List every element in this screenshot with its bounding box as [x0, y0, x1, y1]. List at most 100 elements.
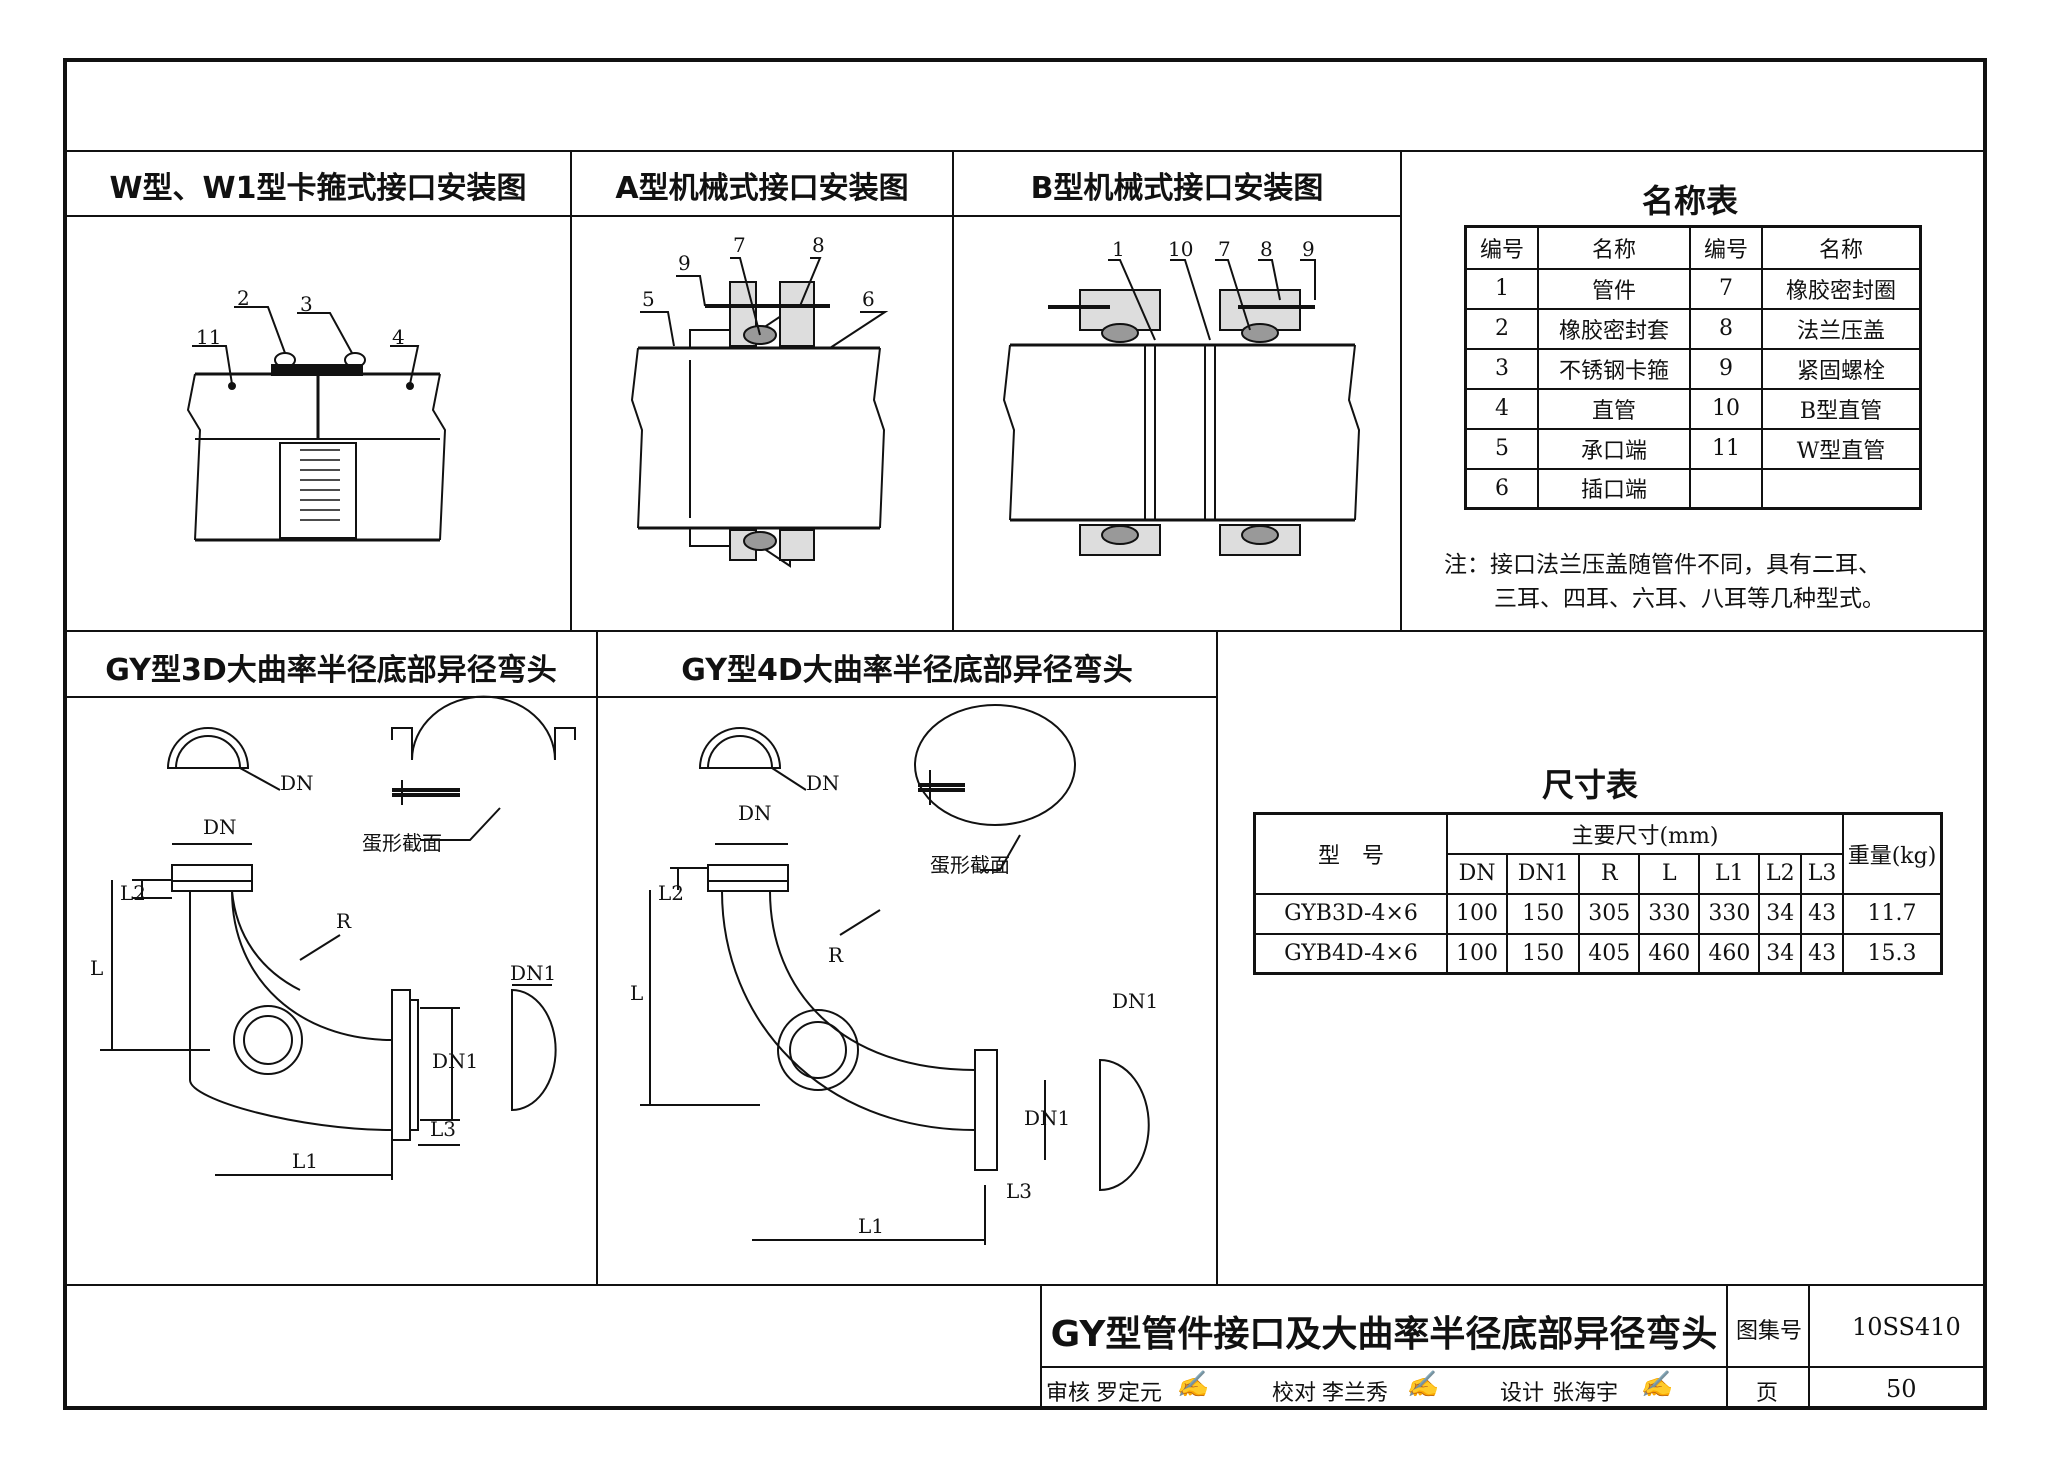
panel-title-gy3d: GY型3D大曲率半径底部异径弯头 [105, 653, 557, 688]
name-table-cell: 管件 [1537, 267, 1691, 310]
note-line-1: 注：接口法兰压盖随管件不同，具有二耳、 [1444, 552, 1881, 578]
size-table-cell: 330 [1698, 892, 1761, 935]
size-table-cell: 100 [1445, 892, 1509, 935]
callout-a-8: 8 [812, 233, 825, 257]
name-table-header: 名称 [1537, 225, 1691, 270]
gy4d-l1-label: L1 [858, 1214, 884, 1238]
name-table-cell: 插口端 [1537, 467, 1691, 510]
callout-b-9: 9 [1302, 237, 1315, 261]
reviewer-signature: ✍ [1176, 1370, 1209, 1400]
size-table-model-header: 型 号 [1253, 812, 1448, 895]
name-table-cell [1761, 467, 1922, 510]
name-table-cell: 2 [1464, 307, 1539, 350]
name-table-header: 名称 [1761, 225, 1922, 270]
gy3d-elbow-drawing [100, 695, 576, 1180]
gy4d-l2-label: L2 [658, 881, 684, 905]
size-table-col: DN1 [1506, 852, 1581, 895]
divider [1400, 150, 1402, 631]
callout-a-7: 7 [733, 233, 746, 257]
gy4d-egg-label: 蛋形截面 [930, 853, 1010, 877]
gy3d-dn1-label: DN1 [510, 961, 556, 985]
page-label: 页 [1756, 1381, 1779, 1406]
name-table-cell: 紧固螺栓 [1761, 347, 1922, 390]
panel-title-w: W型、W1型卡箍式接口安装图 [109, 171, 527, 206]
note-line-2: 三耳、四耳、六耳、八耳等几种型式。 [1494, 586, 1885, 612]
gy3d-egg-label: 蛋形截面 [362, 831, 442, 855]
name-table-cell: 法兰压盖 [1761, 307, 1922, 350]
gy3d-l-label: L [90, 956, 103, 980]
name-table-note: 注：接口法兰压盖随管件不同，具有二耳、 三耳、四耳、六耳、八耳等几种型式。 [1444, 548, 1885, 616]
checker-signature: ✍ [1406, 1370, 1439, 1400]
name-table-cell: 1 [1464, 267, 1539, 310]
name-table-cell: 承口端 [1537, 427, 1691, 470]
name-table-header: 编号 [1689, 225, 1763, 270]
size-table-weight: 15.3 [1842, 932, 1943, 975]
name-table-cell: 9 [1689, 347, 1763, 390]
gy4d-r-label: R [828, 943, 844, 967]
callout-b-7: 7 [1218, 237, 1231, 261]
size-table-col: L1 [1698, 852, 1761, 895]
name-table-cell: 10 [1689, 387, 1763, 430]
divider [1216, 630, 1218, 1285]
callout-w-4: 4 [392, 325, 405, 349]
size-table-cell: 330 [1638, 892, 1701, 935]
name-table-title: 名称表 [1641, 182, 1738, 220]
callout-b-8: 8 [1260, 237, 1273, 261]
name-table-cell: 8 [1689, 307, 1763, 350]
size-table-title: 尺寸表 [1541, 766, 1638, 804]
size-table-cell: 305 [1578, 892, 1641, 935]
name-table-cell: W型直管 [1761, 427, 1922, 470]
gy4d-dn-label: DN [806, 771, 840, 795]
callout-b-10: 10 [1168, 237, 1193, 261]
a-joint-drawing [630, 257, 889, 568]
name-table-cell: 7 [1689, 267, 1763, 310]
gy3d-l2-label: L2 [120, 881, 146, 905]
size-table: 型 号 主要尺寸(mm) 重量(kg) DN DN1 R L L1 L2 L3 … [1253, 812, 1943, 975]
panel-title-gy4d: GY型4D大曲率半径底部异径弯头 [681, 653, 1133, 688]
b-joint-drawing [1002, 259, 1361, 556]
title-block-divider [1808, 1285, 1810, 1408]
size-table-cell: 460 [1638, 932, 1701, 975]
callout-w-3: 3 [300, 292, 313, 316]
name-table-cell: 直管 [1537, 387, 1691, 430]
name-table-cell: 橡胶密封套 [1537, 307, 1691, 350]
name-table-cell: 4 [1464, 387, 1539, 430]
size-table-weight: 11.7 [1842, 892, 1943, 935]
gy3d-dn-label: DN [280, 771, 314, 795]
size-table-col: L3 [1800, 852, 1844, 895]
drawing-frame [63, 58, 1987, 1410]
gy3d-dn1-label: DN1 [432, 1049, 478, 1073]
callout-w-11: 11 [196, 325, 221, 349]
name-table-cell: 6 [1464, 467, 1539, 510]
design-label: 设计 [1500, 1381, 1545, 1406]
size-table-cell: 43 [1800, 932, 1844, 975]
gy4d-elbow-drawing [640, 704, 1150, 1245]
size-table-model: GYB4D-4×6 [1253, 932, 1448, 975]
divider [570, 150, 572, 631]
title-block-divider [1726, 1285, 1728, 1408]
reviewer-name: 罗定元 [1096, 1381, 1163, 1406]
designer-signature: ✍ [1640, 1370, 1673, 1400]
gy4d-dn1-label: DN1 [1024, 1106, 1070, 1130]
name-table-cell: B型直管 [1761, 387, 1922, 430]
designer-name: 张海宇 [1552, 1381, 1619, 1406]
divider [65, 215, 1402, 217]
callout-a-9: 9 [678, 251, 691, 275]
w-joint-drawing [186, 306, 447, 542]
name-table-header: 编号 [1464, 225, 1539, 270]
check-label: 校对 [1272, 1381, 1317, 1406]
title-block-divider [1040, 1285, 1042, 1408]
callout-a-5: 5 [642, 287, 655, 311]
divider [952, 150, 954, 631]
name-table-cell: 不锈钢卡箍 [1537, 347, 1691, 390]
atlas-label: 图集号 [1736, 1319, 1803, 1344]
review-label: 审核 [1046, 1381, 1091, 1406]
size-table-col: L2 [1758, 852, 1803, 895]
size-table-cell: 405 [1578, 932, 1641, 975]
atlas-number: 10SS410 [1852, 1313, 1961, 1341]
name-table-cell: 橡胶密封圈 [1761, 267, 1922, 310]
divider [65, 630, 1985, 632]
size-table-col: L [1638, 852, 1701, 895]
panel-title-b: B型机械式接口安装图 [1030, 171, 1324, 206]
